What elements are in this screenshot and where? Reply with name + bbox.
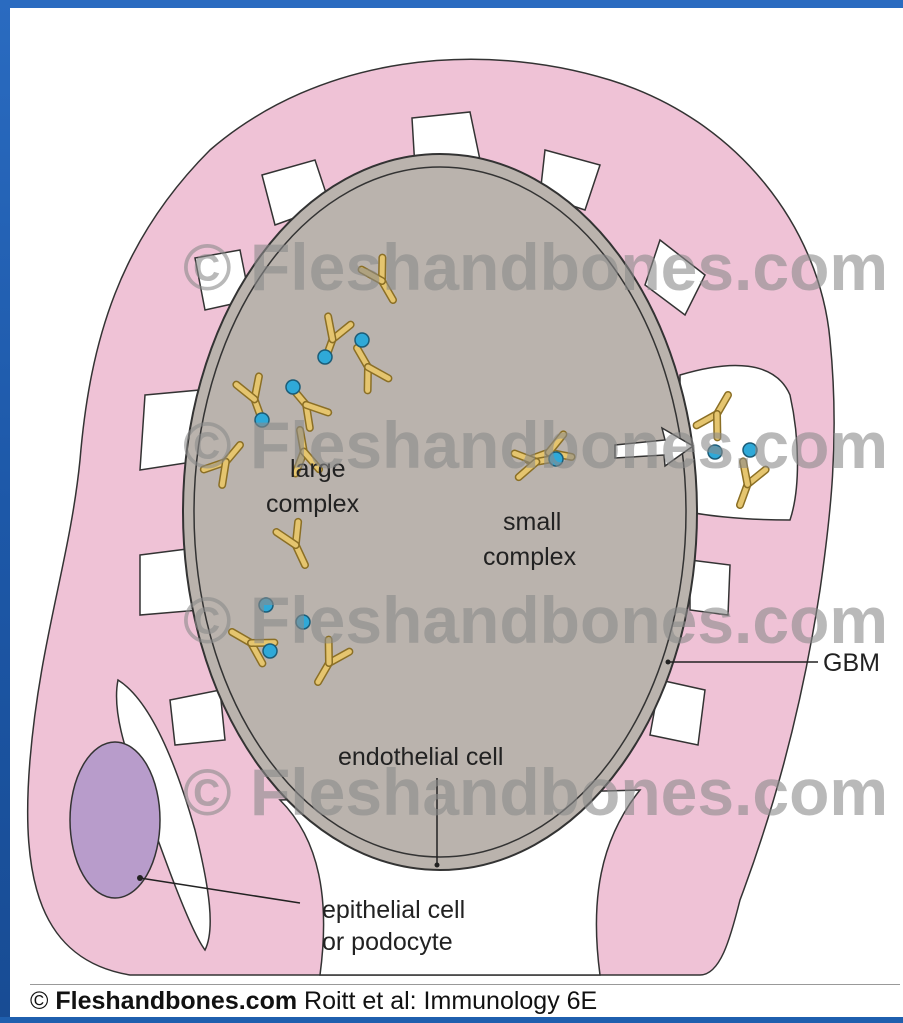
watermark: © Fleshandbones.com: [183, 583, 888, 657]
caption-site: Fleshandbones.com: [55, 987, 297, 1015]
watermark: © Fleshandbones.com: [183, 755, 888, 829]
small-complex-label-line2: complex: [483, 543, 577, 571]
watermark: © Fleshandbones.com: [183, 230, 888, 304]
watermark: © Fleshandbones.com: [183, 408, 888, 482]
epithelial-cell-label-line2: or podocyte: [322, 928, 453, 956]
gbm-pointer-dot: [666, 660, 671, 665]
epithelial-cell-label-line1: epithelial cell: [322, 896, 465, 924]
glomerulus-diagram: large complex small complex GBM endothel…: [10, 8, 903, 976]
caption-source: Roitt et al: Immunology 6E: [304, 987, 597, 1015]
caption: © Fleshandbones.com Roitt et al: Immunol…: [30, 984, 900, 1023]
epithelial-nucleus: [70, 742, 160, 898]
epithelial-pointer-dot: [137, 875, 143, 881]
caption-copyright-symbol: ©: [30, 987, 48, 1015]
small-complex-label-line1: small: [503, 508, 561, 536]
endothelial-pointer-dot: [435, 863, 440, 868]
large-complex-label-line2: complex: [266, 490, 360, 518]
figure-panel: large complex small complex GBM endothel…: [10, 8, 903, 1017]
